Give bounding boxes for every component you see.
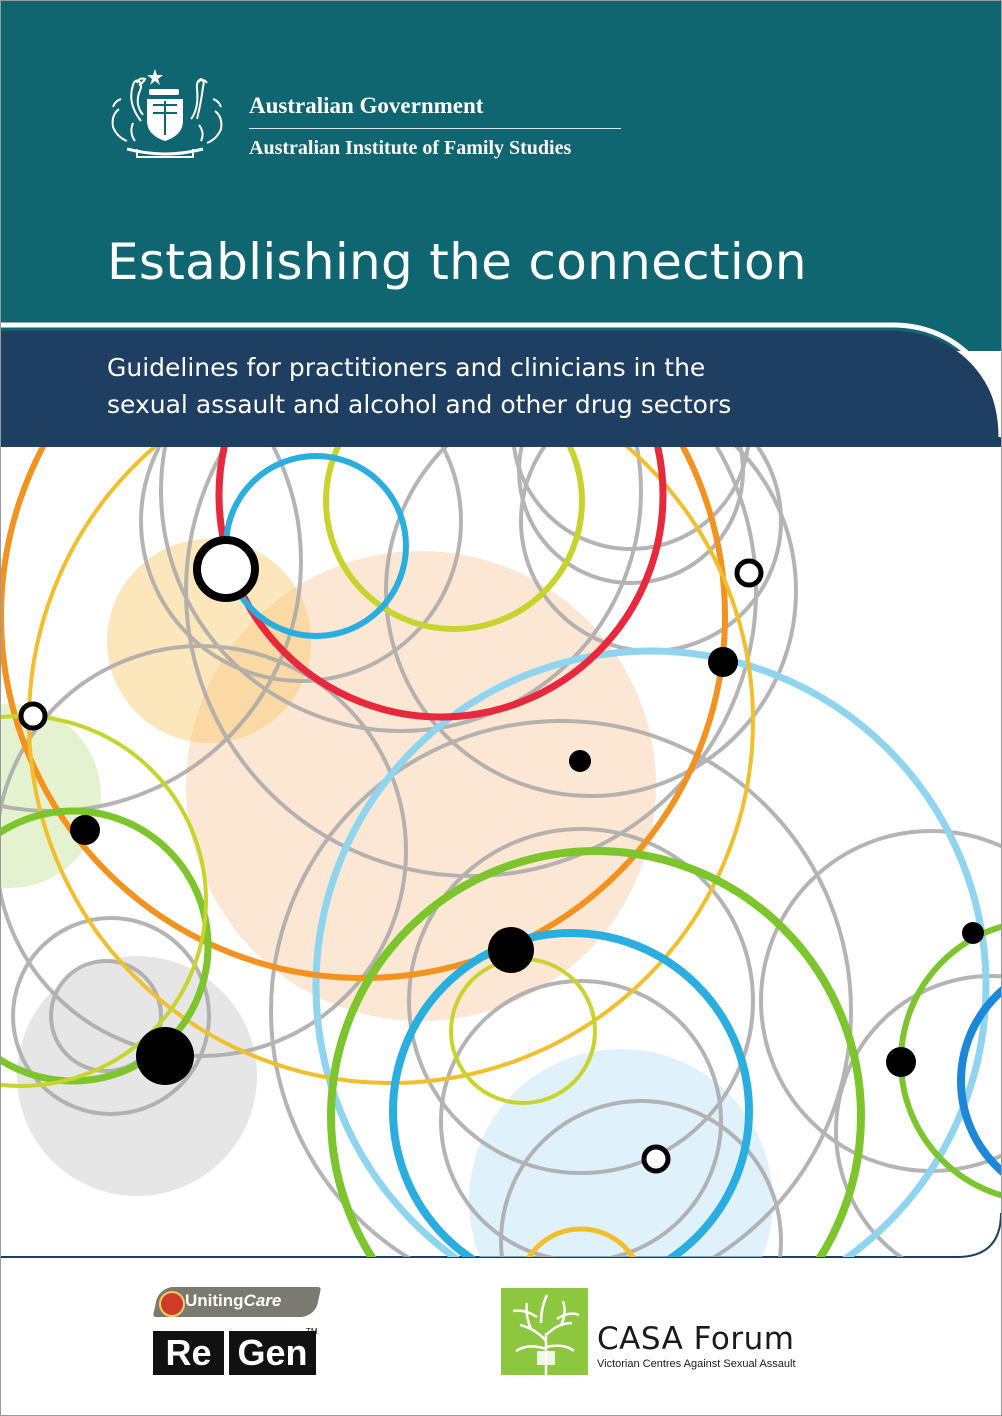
dot-black xyxy=(962,922,984,944)
dot-black xyxy=(708,647,738,677)
unitingcare-wordmark: UnitingCare xyxy=(185,1291,281,1311)
regen-logo-gen: Gen xyxy=(229,1331,316,1375)
disc-skyblue xyxy=(469,1049,773,1257)
dot-black xyxy=(886,1047,916,1077)
dot-open xyxy=(734,558,764,588)
ring-gray xyxy=(511,447,751,551)
header-band xyxy=(1,1,1001,351)
ring-gray xyxy=(269,719,853,1257)
ring-green xyxy=(327,847,865,1257)
ring-gray xyxy=(159,447,643,733)
document-title: Establishing the connection xyxy=(107,233,807,291)
dot-black xyxy=(70,815,100,845)
subtitle-band-outline xyxy=(1,322,1001,438)
dot-black xyxy=(488,927,534,973)
ring-gray xyxy=(49,959,163,1073)
disc-green xyxy=(1,704,101,888)
ring-light-cyan xyxy=(312,647,990,1257)
ring-gray xyxy=(834,974,1001,1257)
dot-open xyxy=(641,1144,671,1174)
ring-lime xyxy=(323,447,585,632)
ring-gray xyxy=(384,447,798,798)
circle-pattern xyxy=(1,447,1001,1257)
ring-green-left xyxy=(1,807,212,1085)
ring-red xyxy=(215,447,667,721)
government-name: Australian Government xyxy=(249,93,484,118)
institute-name: Australian Institute of Family Studies xyxy=(249,137,572,159)
ring-blue-right xyxy=(957,957,1001,1205)
ring-gray xyxy=(407,827,755,1175)
ring-lime-bottom xyxy=(516,1226,646,1257)
ring-gray xyxy=(11,916,211,1116)
uniting-text: Uniting xyxy=(185,1291,244,1310)
ring-blue xyxy=(389,929,753,1257)
unitingcare-emblem-icon xyxy=(159,1291,185,1317)
regen-trademark: TM xyxy=(306,1327,318,1336)
casa-forum-tagline: Victorian Centres Against Sexual Assault xyxy=(597,1358,796,1370)
ring-orange xyxy=(1,447,728,981)
dot-black xyxy=(569,750,591,772)
ring-gray xyxy=(517,447,745,585)
care-text: Care xyxy=(243,1291,282,1310)
dot-open xyxy=(18,701,48,731)
subtitle-line: Guidelines for practitioners and clinici… xyxy=(107,353,706,382)
regen-logo-re: Re xyxy=(153,1331,224,1375)
ring-gray xyxy=(184,447,758,878)
art-panel-border xyxy=(1,1212,1001,1258)
header-divider xyxy=(249,128,621,129)
dot-black xyxy=(136,1027,194,1085)
ring-gray xyxy=(499,1099,783,1257)
casa-forum-name: CASA Forum xyxy=(597,1321,795,1357)
document-subtitle: Guidelines for practitioners and clinici… xyxy=(107,349,927,423)
casa-tree-icon xyxy=(501,1288,588,1375)
ring-gray xyxy=(139,447,463,683)
dot-open xyxy=(193,536,259,602)
subtitle-line: sexual assault and alcohol and other dru… xyxy=(107,390,732,419)
coat-of-arms-icon xyxy=(111,69,223,158)
ring-gray xyxy=(439,979,723,1257)
